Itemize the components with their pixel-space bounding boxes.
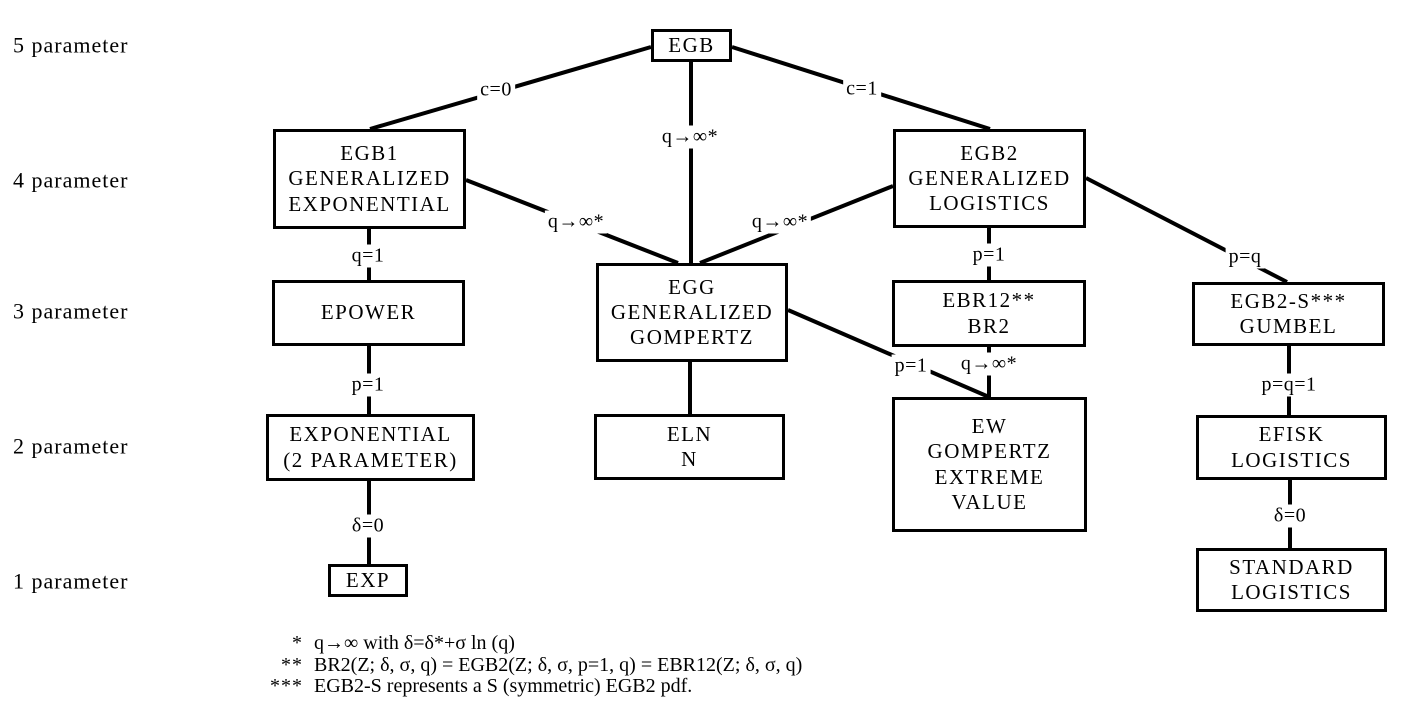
edge-label-egb1-to-epower: q=1 (348, 244, 388, 268)
node-egb-line: EGB (668, 32, 715, 57)
node-standard-logistics-line: LOGISTICS (1231, 580, 1352, 604)
footnote-1: * q→∞ with δ=δ*+σ ln (q) (263, 632, 802, 655)
edge-label-egg-to-ew: p=1 (891, 354, 931, 378)
node-egg-line: GOMPERTZ (630, 325, 754, 350)
node-ebr12: EBR12**BR2 (892, 280, 1086, 347)
row-label-2-parameter: 2 parameter (13, 433, 129, 459)
edge-label-ebr12-to-ew: q→∞* (957, 352, 1021, 376)
node-egb: EGB (651, 29, 732, 62)
footnotes: * q→∞ with δ=δ*+σ ln (q) ** BR2(Z; δ, σ,… (263, 632, 803, 698)
node-egb1-line: EGB1 (340, 141, 399, 166)
node-egb2-line: GENERALIZED (908, 165, 1071, 190)
edge-label-egb2-to-egb2-s: p=q (1225, 245, 1265, 269)
node-egb2-line: LOGISTICS (929, 191, 1050, 216)
node-egb2-s: EGB2-S***GUMBEL (1192, 282, 1385, 346)
row-label-4-parameter: 4 parameter (13, 167, 129, 193)
edge-label-exponential-to-exp: δ=0 (348, 514, 388, 538)
edge-label-egb-to-egg: q→∞* (658, 125, 722, 149)
node-efisk-line: LOGISTICS (1231, 447, 1352, 472)
node-ew-line: GOMPERTZ (927, 439, 1052, 464)
node-efisk-line: EFISK (1258, 422, 1325, 447)
node-ew-line: EW (971, 414, 1008, 439)
node-epower-line: EPOWER (320, 300, 417, 325)
footnote-3-text: EGB2-S represents a S (symmetric) EGB2 p… (314, 675, 693, 697)
node-eln-line: ELN (666, 421, 713, 446)
node-egb2-line: EGB2 (960, 140, 1019, 165)
footnote-1-marker: * (292, 632, 303, 654)
footnote-3: *** EGB2-S represents a S (symmetric) EG… (263, 675, 802, 698)
node-exponential-line: (2 PARAMETER) (283, 447, 458, 472)
node-egb2-s-line: GUMBEL (1239, 314, 1338, 338)
node-epower: EPOWER (272, 280, 465, 346)
edge-label-egb2-s-to-efisk: p=q=1 (1258, 373, 1320, 397)
node-egb1-line: EXPONENTIAL (288, 191, 451, 216)
edge-label-egb-to-egb1: c=0 (477, 78, 515, 102)
node-egg-line: GENERALIZED (610, 299, 774, 324)
node-exp-line: EXP (345, 567, 391, 592)
edge-label-egb-to-egb2: c=1 (843, 77, 881, 101)
node-exp: EXP (328, 564, 408, 597)
node-egg-line: EGG (668, 274, 716, 299)
edge-label-egb2-to-ebr12: p=1 (969, 243, 1009, 267)
edge-label-efisk-to-standard-logistics: δ=0 (1270, 504, 1310, 528)
row-label-3-parameter: 3 parameter (13, 298, 129, 324)
node-exponential-line: EXPONENTIAL (289, 422, 452, 447)
footnote-2-text: BR2(Z; δ, σ, q) = EGB2(Z; δ, σ, p=1, q) … (314, 653, 803, 676)
row-label-1-parameter: 1 parameter (13, 568, 129, 594)
node-egb2-s-line: EGB2-S*** (1230, 288, 1347, 313)
footnote-3-marker: *** (270, 675, 303, 697)
node-ew-line: VALUE (951, 489, 1028, 514)
node-ew-line: EXTREME (934, 464, 1045, 489)
node-egb1-line: GENERALIZED (288, 166, 451, 191)
node-exponential: EXPONENTIAL(2 PARAMETER) (266, 414, 475, 481)
node-standard-logistics-line: STANDARD (1229, 554, 1354, 579)
footnote-2-marker: ** (281, 653, 303, 676)
node-eln-line: N (681, 447, 698, 471)
footnote-1-text: q→∞ with δ=δ*+σ ln (q) (314, 632, 515, 654)
node-ebr12-line: EBR12** (942, 288, 1036, 313)
edge-egg-to-ew (787, 308, 990, 399)
row-label-5-parameter: 5 parameter (13, 32, 129, 58)
edge-label-egb2-to-egg: q→∞* (748, 210, 812, 234)
edge-label-epower-to-exponential: p=1 (348, 373, 388, 397)
node-ebr12-line: BR2 (967, 313, 1011, 338)
footnote-2: ** BR2(Z; δ, σ, q) = EGB2(Z; δ, σ, p=1, … (263, 653, 803, 677)
edge-label-egb1-to-egg: q→∞* (544, 210, 608, 234)
